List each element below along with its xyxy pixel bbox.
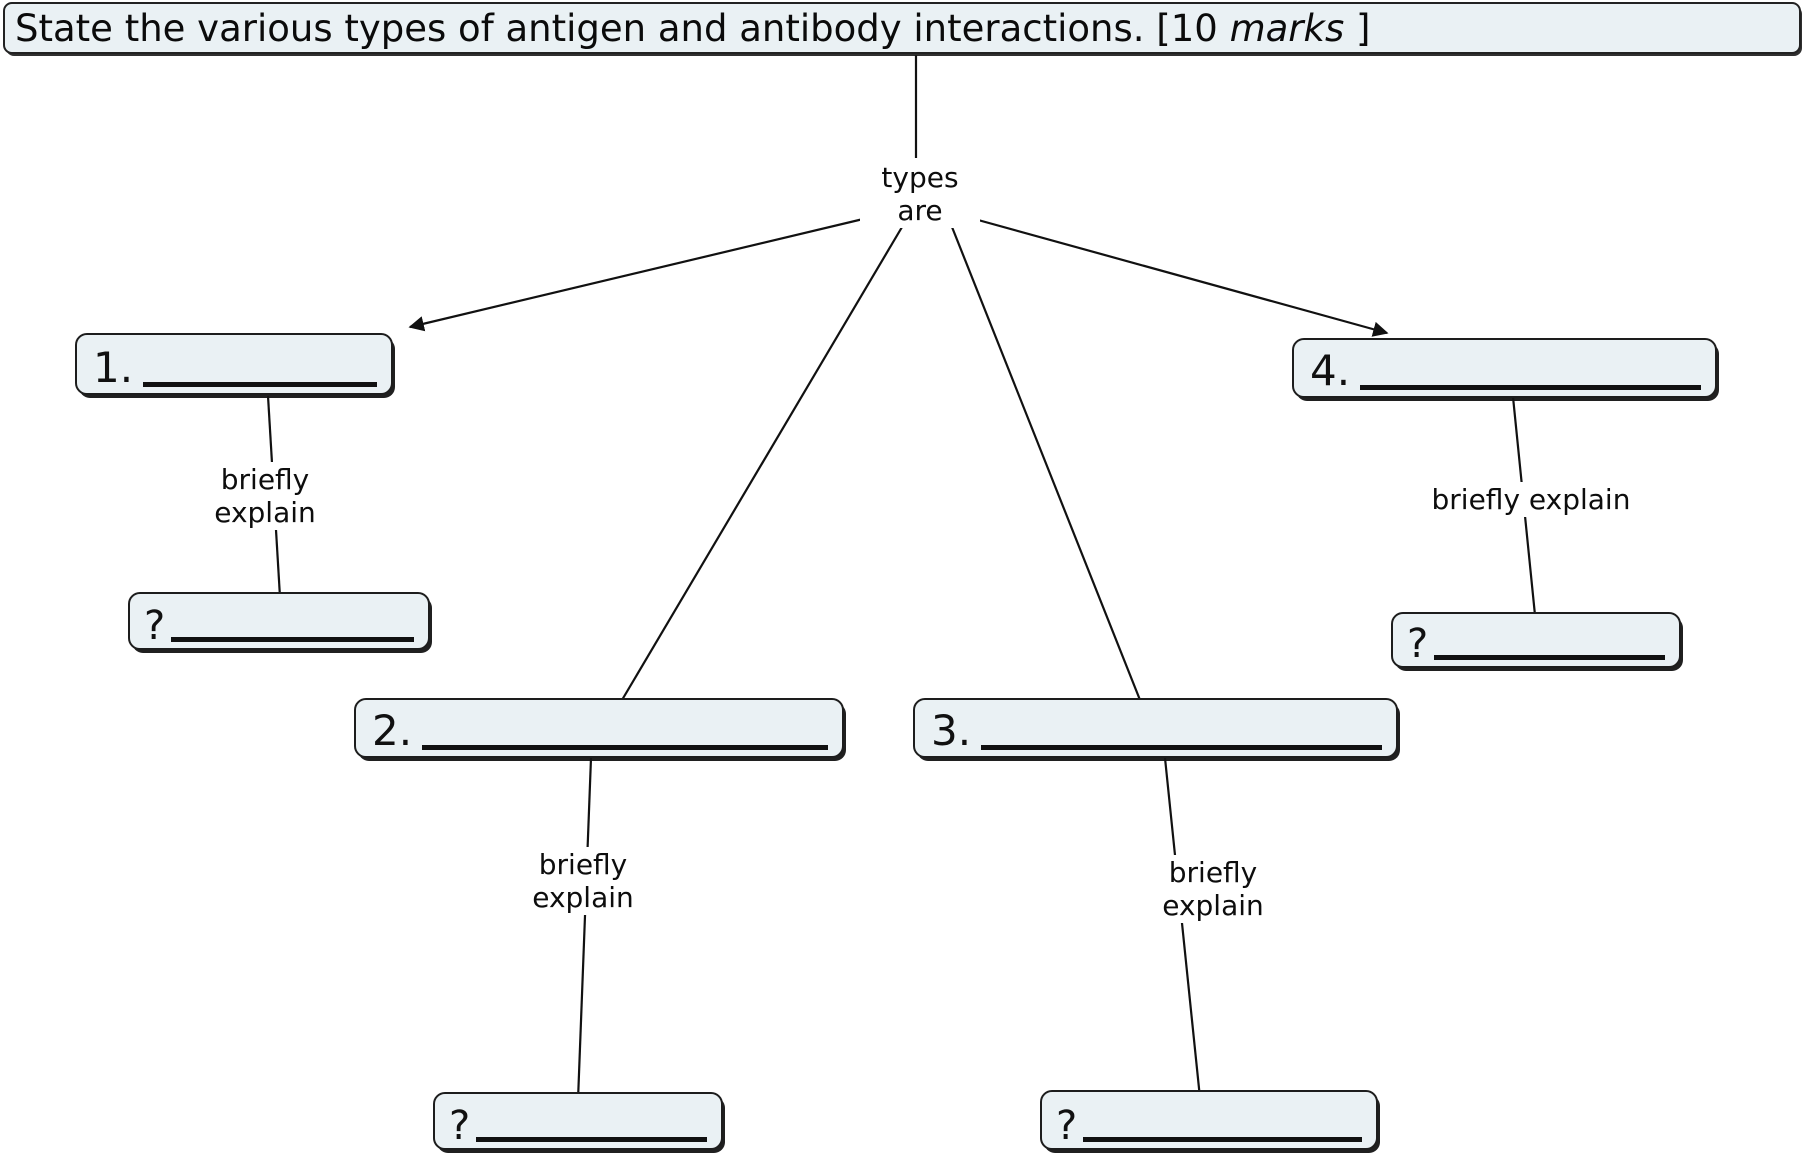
edge-hub-to-node-4: [959, 213, 1389, 337]
title-marks-italic: marks: [1229, 6, 1345, 50]
node-branch-2-answer[interactable]: ?: [433, 1092, 723, 1150]
edge-hub-to-node-1: [408, 213, 881, 332]
edge-label-branch-1-briefly-explain: briefly explain: [196, 462, 334, 531]
node-branch-3-label: 3.: [931, 706, 972, 755]
node-branch-1-answer[interactable]: ?: [128, 592, 430, 650]
edge-label-branch-2-briefly-explain: briefly explain: [513, 847, 653, 916]
question-title-banner: State the various types of antigen and a…: [3, 2, 1801, 54]
node-branch-4-label: 4.: [1310, 346, 1351, 395]
node-branch-1-answer-label: ?: [144, 603, 166, 649]
node-branch-4-answer[interactable]: ?: [1391, 612, 1681, 668]
node-branch-4-blank-line[interactable]: [1360, 385, 1701, 390]
edge-label-branch-4-briefly-explain: briefly explain: [1406, 482, 1656, 518]
edge-hub-to-node-3: [948, 221, 1142, 701]
node-branch-4-answer-label: ?: [1407, 621, 1429, 667]
node-branch-3-blank-line[interactable]: [981, 745, 1382, 750]
node-branch-2[interactable]: 2.: [354, 698, 844, 758]
edge-label-branch-3-briefly-explain: briefly explain: [1143, 855, 1283, 924]
node-branch-1[interactable]: 1.: [75, 333, 393, 395]
node-branch-2-label: 2.: [372, 706, 413, 755]
node-branch-3[interactable]: 3.: [913, 698, 1398, 758]
title-text-before: State the various types of antigen and a…: [15, 6, 1230, 50]
node-branch-3-answer-label: ?: [1056, 1103, 1078, 1149]
node-branch-1-blank-line[interactable]: [143, 382, 377, 387]
title-text-after: ]: [1344, 6, 1371, 50]
node-branch-4-answer-blank-line[interactable]: [1434, 655, 1665, 660]
node-branch-1-label: 1.: [93, 343, 134, 392]
node-branch-2-answer-label: ?: [449, 1103, 471, 1149]
node-branch-1-answer-blank-line[interactable]: [171, 637, 414, 642]
edge-hub-to-node-2: [621, 221, 906, 701]
node-branch-3-answer-blank-line[interactable]: [1083, 1137, 1362, 1142]
node-branch-4[interactable]: 4.: [1292, 338, 1717, 398]
edge-node-2-to-answer: [576, 757, 593, 1101]
page-title: State the various types of antigen and a…: [15, 10, 1370, 47]
edge-node-3-to-answer: [1163, 757, 1202, 1099]
node-branch-2-answer-blank-line[interactable]: [476, 1137, 707, 1142]
node-branch-3-answer[interactable]: ?: [1040, 1090, 1378, 1150]
edge-label-types-are: types are: [860, 160, 980, 229]
node-branch-2-blank-line[interactable]: [422, 745, 828, 750]
